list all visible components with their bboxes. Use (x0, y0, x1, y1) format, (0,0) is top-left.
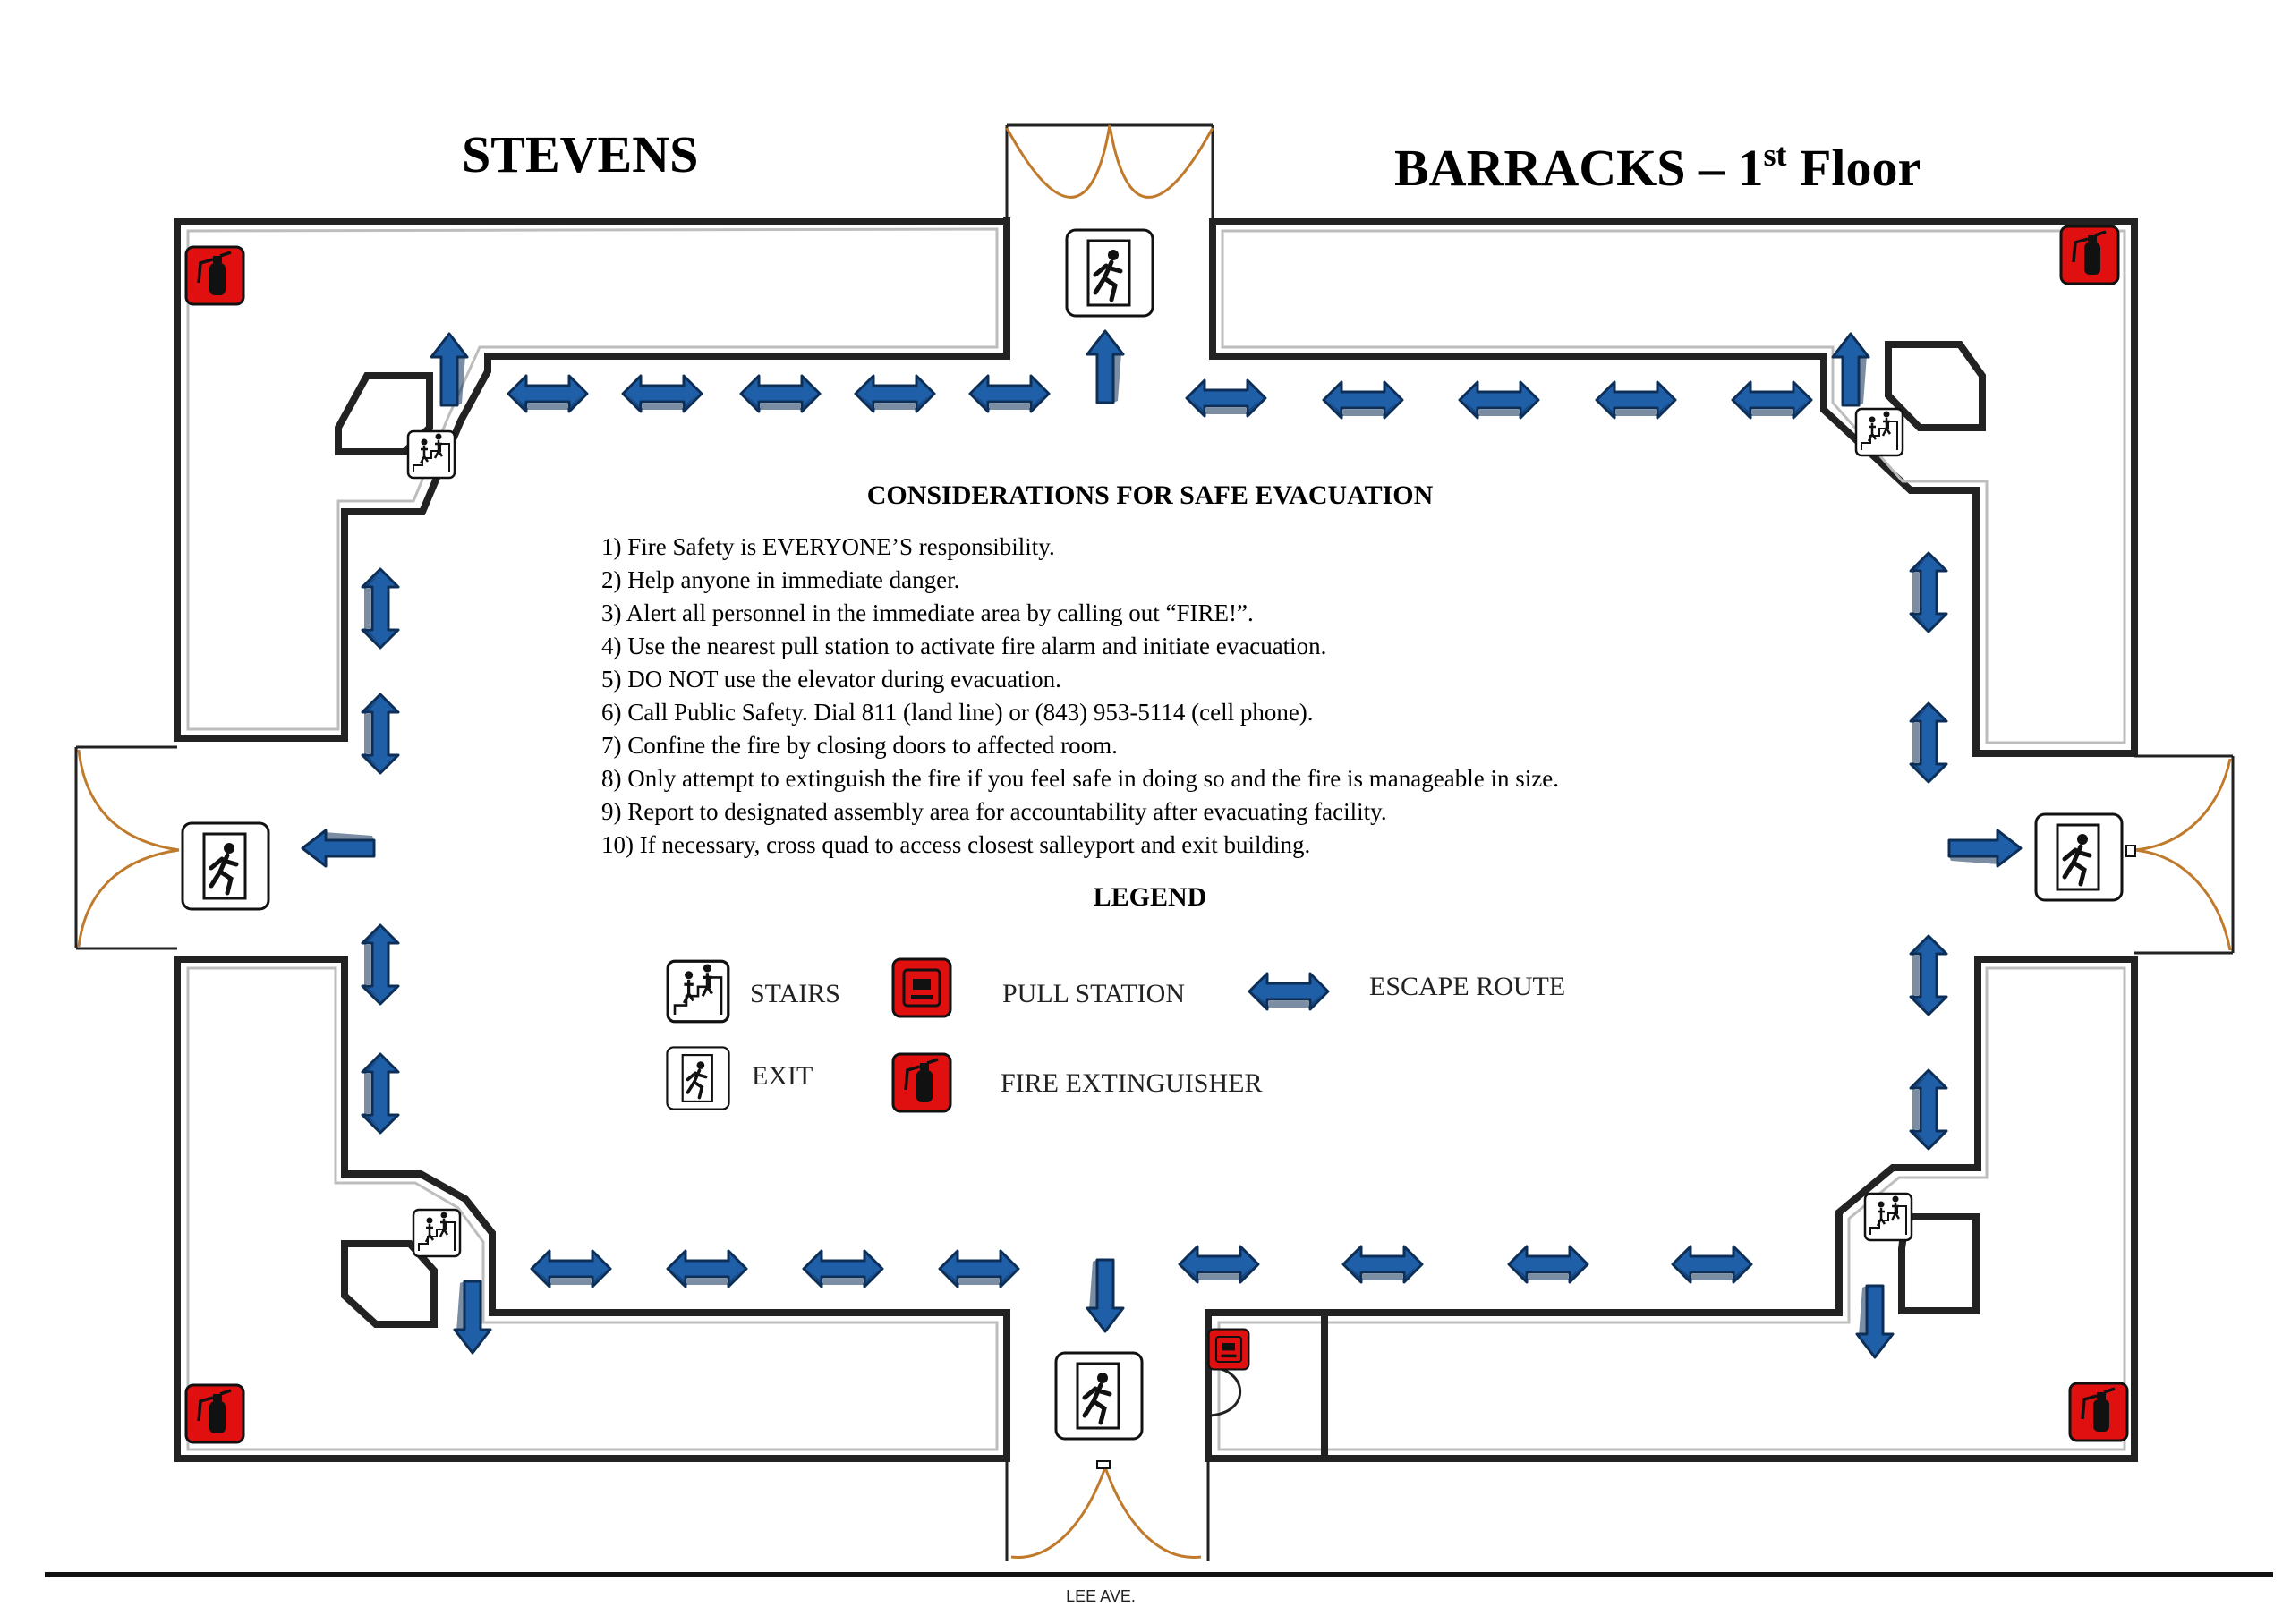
route-arrow-single (1855, 1284, 1895, 1359)
consideration-item: 7) Confine the fire by closing doors to … (601, 732, 1118, 759)
route-arrow (1341, 1245, 1424, 1284)
route-arrow-single (1086, 1258, 1125, 1333)
legend-heading: LEGEND (1094, 882, 1207, 912)
route-arrow (530, 1249, 612, 1288)
stairs-icon (412, 1208, 462, 1258)
route-arrow (1185, 378, 1267, 418)
legend-exit-label: EXIT (752, 1061, 813, 1091)
route-arrow (1909, 1068, 1948, 1151)
consideration-item: 9) Report to designated assembly area fo… (601, 798, 1387, 825)
route-arrow (1671, 1245, 1753, 1284)
route-arrow (1909, 934, 1948, 1016)
route-arrow (1909, 701, 1948, 784)
building-walls (74, 123, 2235, 1561)
consideration-item: 6) Call Public Safety. Dial 811 (land li… (601, 699, 1314, 726)
legend-fire-extinguisher-label: FIRE EXTINGUISHER (1001, 1068, 1263, 1098)
running-man-exit-icon (1067, 230, 1153, 316)
route-arrow (1507, 1245, 1589, 1284)
stairs-icon (1863, 1192, 1913, 1242)
route-arrow (361, 923, 400, 1006)
route-arrow (1909, 551, 1948, 633)
legend: LEGEND STAIRS PULL STATION ESCAPE ROUTE … (665, 882, 1565, 1113)
route-arrow (1178, 1245, 1260, 1284)
legend-escape-route-label: ESCAPE ROUTE (1369, 972, 1565, 1001)
legend-escape-route-icon (1248, 972, 1330, 1011)
consideration-item: 2) Help anyone in immediate danger. (601, 566, 959, 593)
legend-exit-icon (665, 1045, 731, 1111)
legend-pull-station-icon (891, 957, 952, 1018)
route-arrow-single (1086, 329, 1125, 404)
route-arrow-single (1947, 829, 2023, 868)
route-arrow-single (430, 332, 469, 407)
route-arrow (361, 1052, 400, 1135)
route-arrow (1595, 380, 1677, 420)
consideration-item: 8) Only attempt to extinguish the fire i… (601, 765, 1559, 792)
route-arrow (1458, 380, 1540, 420)
considerations-list: 1) Fire Safety is EVERYONE’S responsibil… (601, 533, 1559, 858)
route-arrow-single (1831, 332, 1870, 407)
running-man-exit-icon (2036, 814, 2122, 900)
running-man-exit-icon (1056, 1353, 1142, 1439)
fire-extinguisher-icon (184, 1383, 245, 1444)
route-arrow (1322, 380, 1404, 420)
route-arrow-single (301, 829, 376, 868)
route-arrow (968, 374, 1051, 413)
route-arrow (739, 374, 822, 413)
route-arrow (361, 693, 400, 775)
route-arrow (854, 374, 936, 413)
considerations-heading: CONSIDERATIONS FOR SAFE EVACUATION (867, 480, 1434, 510)
legend-stairs-label: STAIRS (750, 979, 840, 1008)
route-arrow (938, 1249, 1020, 1288)
consideration-item: 4) Use the nearest pull station to activ… (601, 633, 1326, 659)
route-arrow (666, 1249, 748, 1288)
route-arrow (361, 567, 400, 650)
street-label: LEE AVE. (1066, 1587, 1136, 1605)
legend-pull-station-label: PULL STATION (1002, 979, 1185, 1008)
stairs-icon (406, 429, 456, 480)
title-right: BARRACKS – 1st Floor (1394, 137, 1921, 197)
legend-stairs-icon (666, 959, 730, 1024)
route-arrow (1731, 380, 1813, 420)
route-arrow-single (453, 1280, 492, 1355)
fire-extinguisher-icon (2068, 1382, 2129, 1442)
consideration-item: 5) DO NOT use the elevator during evacua… (601, 666, 1061, 693)
consideration-item: 1) Fire Safety is EVERYONE’S responsibil… (601, 533, 1055, 560)
stairs-icon (1854, 407, 1904, 457)
legend-fire-extinguisher-icon (891, 1052, 952, 1113)
route-arrow (802, 1249, 884, 1288)
route-arrow (621, 374, 703, 413)
fire-extinguisher-icon (184, 245, 245, 306)
title-left: STEVENS (462, 125, 698, 183)
running-man-exit-icon (183, 823, 268, 909)
pull-station-icon (1207, 1328, 1250, 1371)
route-arrow (507, 374, 589, 413)
door-swings (77, 124, 2232, 1559)
consideration-item: 10) If necessary, cross quad to access c… (601, 831, 1310, 858)
consideration-item: 3) Alert all personnel in the immediate … (601, 599, 1254, 626)
fire-extinguisher-icon (2059, 225, 2120, 285)
